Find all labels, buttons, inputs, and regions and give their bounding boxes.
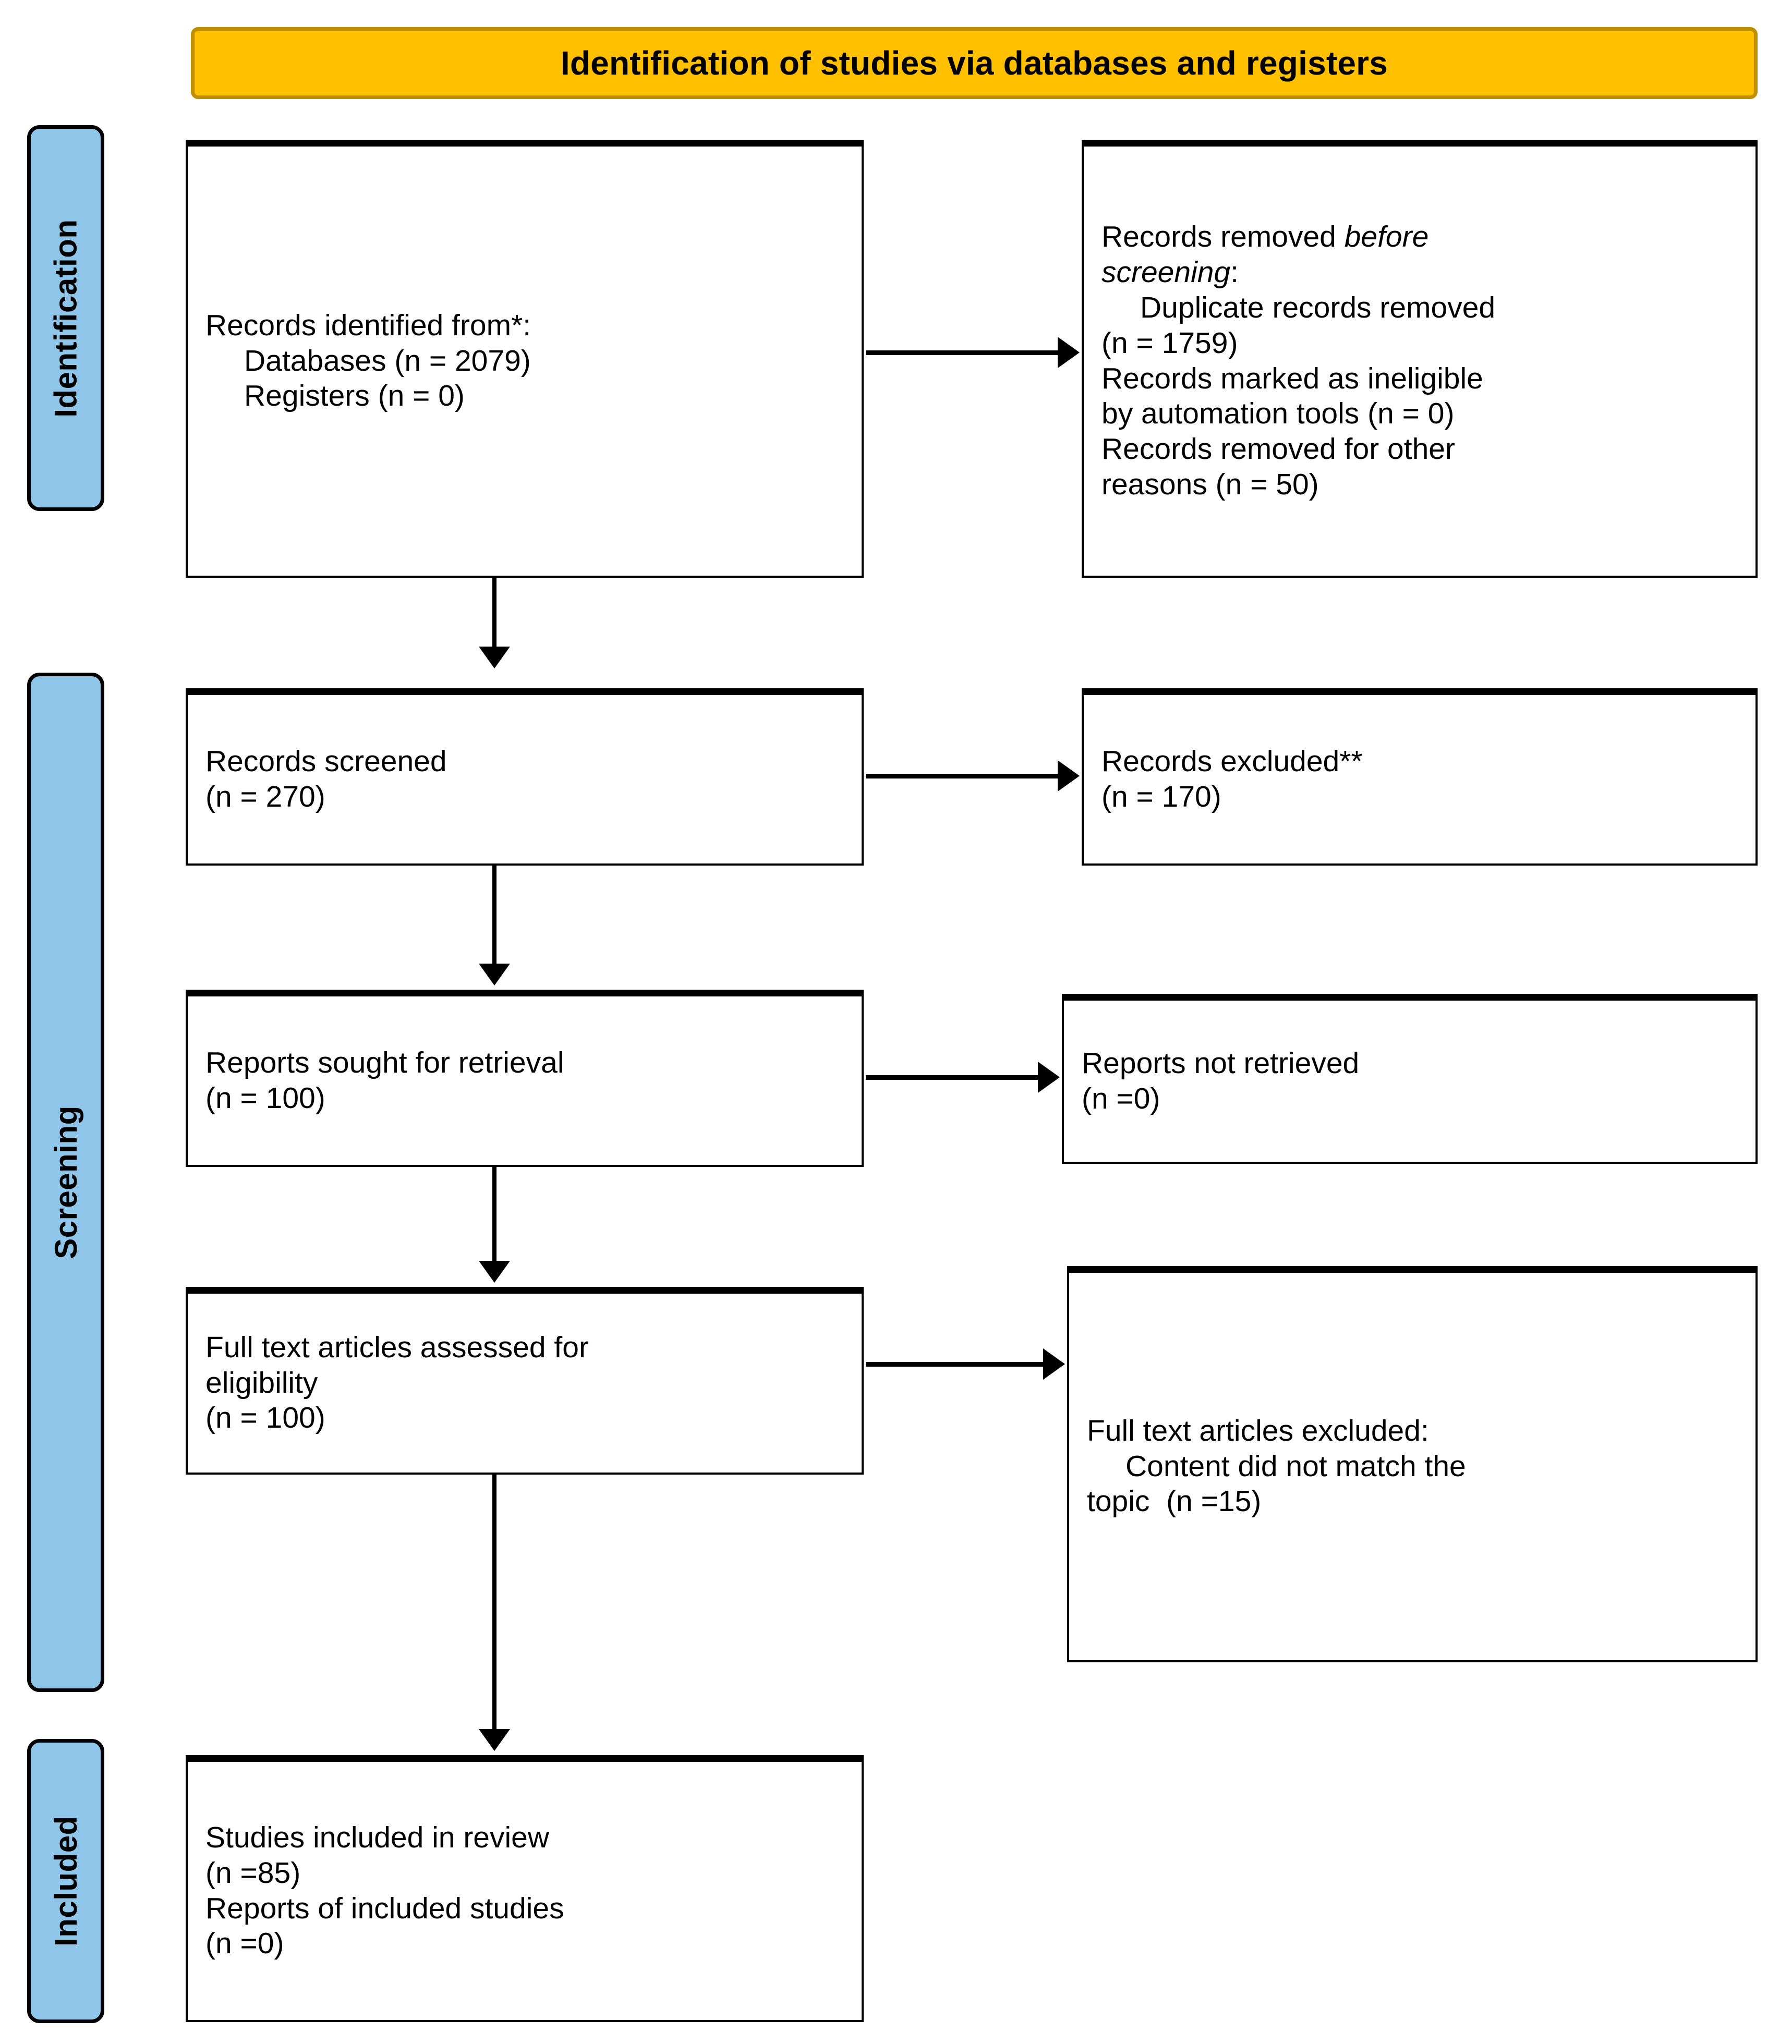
- fulltext-excluded-line-2: Content did not match the: [1125, 1449, 1466, 1483]
- records-excluded-line-1: Records excluded**: [1101, 744, 1363, 778]
- box-reports-sought: Reports sought for retrieval (n = 100): [186, 990, 864, 1167]
- studies-included-line-3: Reports of included studies: [205, 1891, 564, 1925]
- diagram-title: Identification of studies via databases …: [560, 44, 1388, 82]
- records-identified-line-2: Databases (n = 2079): [244, 344, 531, 378]
- records-removed-l2-colon: :: [1230, 256, 1239, 289]
- studies-included-line-2: (n =85): [205, 1856, 301, 1890]
- stage-label-included-text: Included: [48, 1816, 83, 1946]
- reports-not-retrieved-line-1: Reports not retrieved: [1082, 1046, 1360, 1080]
- reports-not-retrieved-line-2: (n =0): [1082, 1081, 1160, 1115]
- studies-included-line-1: Studies included in review: [205, 1820, 550, 1854]
- records-removed-l1-prefix: Records removed: [1101, 220, 1345, 254]
- box-records-excluded: Records excluded** (n = 170): [1082, 688, 1758, 866]
- studies-included-line-4: (n =0): [205, 1927, 284, 1961]
- diagram-header-banner: Identification of studies via databases …: [191, 27, 1758, 99]
- box-fulltext-excluded: Full text articles excluded: Content did…: [1067, 1266, 1758, 1662]
- reports-sought-line-2: (n = 100): [205, 1081, 325, 1115]
- records-removed-line-6: by automation tools (n = 0): [1101, 397, 1455, 431]
- records-removed-line-4: (n = 1759): [1101, 326, 1238, 360]
- stage-label-identification: Identification: [27, 125, 104, 511]
- records-removed-l1-italic: before: [1344, 220, 1429, 254]
- records-removed-line-8: reasons (n = 50): [1101, 467, 1319, 501]
- box-fulltext-assessed: Full text articles assessed for eligibil…: [186, 1287, 864, 1475]
- stage-label-included: Included: [27, 1739, 104, 2023]
- stage-label-identification-text: Identification: [48, 218, 83, 418]
- records-removed-l2-italic: screening: [1101, 256, 1231, 289]
- box-reports-not-retrieved: Reports not retrieved (n =0): [1062, 994, 1758, 1164]
- fulltext-assessed-line-3: (n = 100): [205, 1401, 325, 1435]
- records-removed-line-2: screening:: [1101, 255, 1738, 290]
- reports-sought-line-1: Reports sought for retrieval: [205, 1045, 564, 1079]
- records-identified-line-1: Records identified from*:: [205, 308, 531, 342]
- fulltext-excluded-line-1: Full text articles excluded:: [1087, 1414, 1429, 1447]
- fulltext-excluded-line-3: topic (n =15): [1087, 1485, 1262, 1518]
- stage-label-screening-text: Screening: [48, 1105, 83, 1259]
- records-screened-line-1: Records screened: [205, 744, 447, 778]
- records-screened-line-2: (n = 270): [205, 780, 325, 813]
- fulltext-assessed-line-2: eligibility: [205, 1366, 318, 1400]
- box-studies-included: Studies included in review (n =85) Repor…: [186, 1755, 864, 2022]
- records-removed-line-5: Records marked as ineligible: [1101, 361, 1483, 395]
- records-removed-line-3: Duplicate records removed: [1140, 290, 1496, 324]
- records-identified-line-3: Registers (n = 0): [244, 379, 465, 413]
- records-removed-line-1: Records removed before: [1101, 220, 1738, 255]
- box-records-identified: Records identified from*: Databases (n =…: [186, 140, 864, 578]
- box-records-screened: Records screened (n = 270): [186, 688, 864, 866]
- records-excluded-line-2: (n = 170): [1101, 780, 1221, 813]
- fulltext-assessed-line-1: Full text articles assessed for: [205, 1330, 589, 1364]
- stage-label-screening: Screening: [27, 673, 104, 1692]
- records-removed-line-7: Records removed for other: [1101, 432, 1455, 466]
- box-records-removed: Records removed before screening: Duplic…: [1082, 140, 1758, 578]
